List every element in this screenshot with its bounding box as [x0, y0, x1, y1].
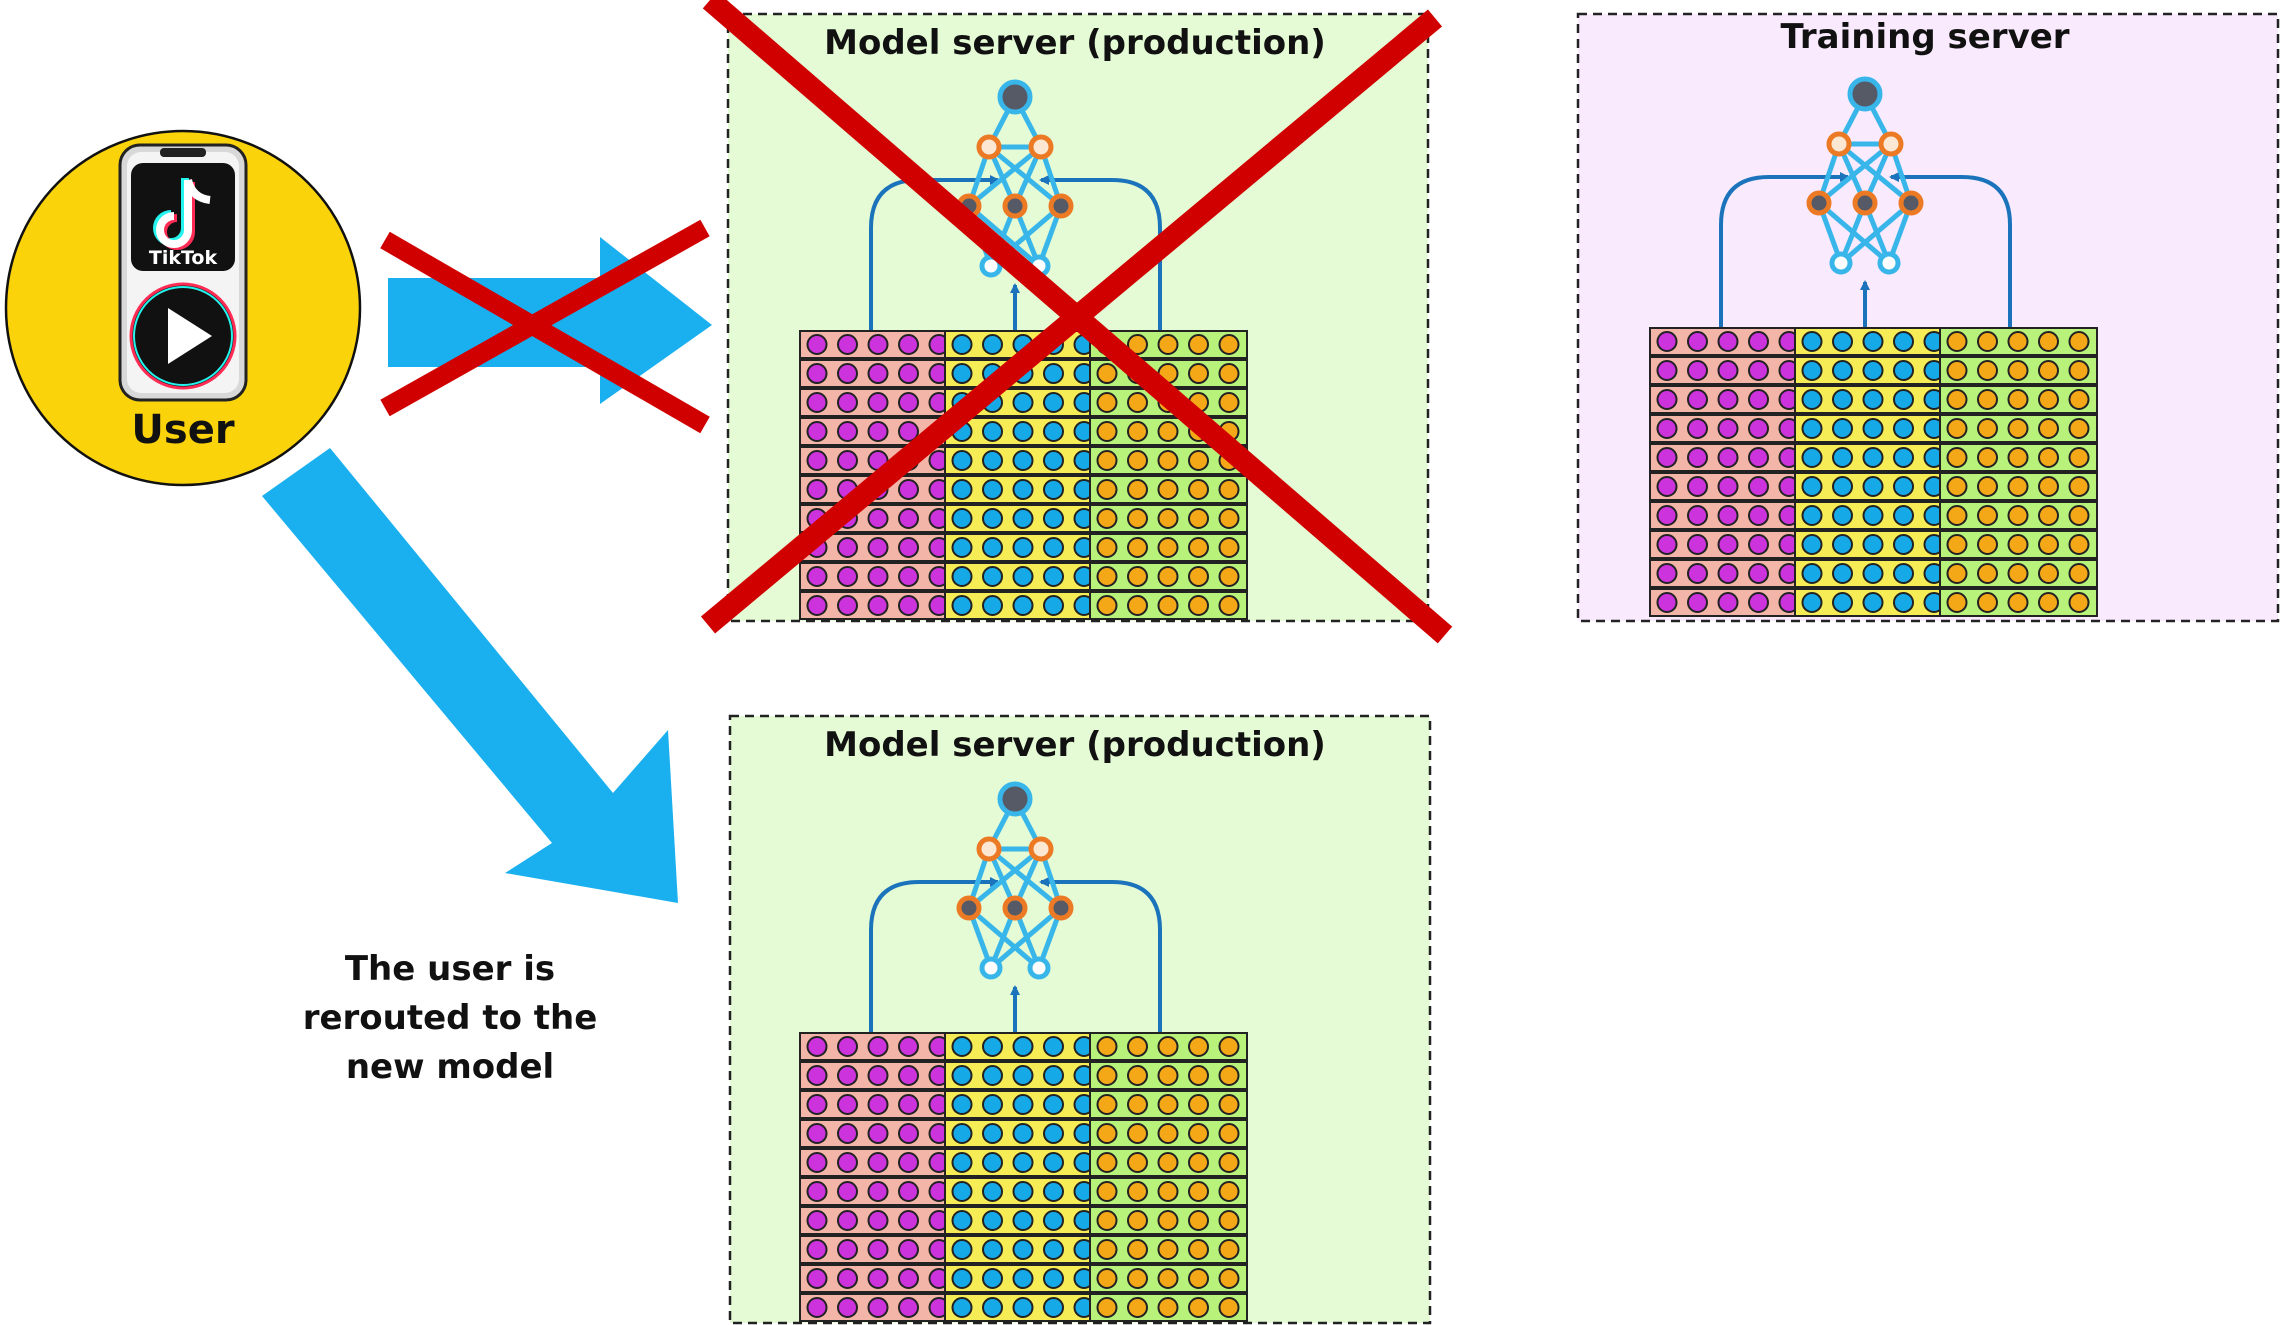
prod-new-title: Model server (production)	[824, 725, 1326, 765]
purple-data-stack	[799, 1032, 958, 1322]
right-connector-arrow	[1039, 175, 1162, 331]
training-model	[1649, 76, 2098, 617]
left-connector-arrow	[869, 877, 1000, 1033]
user-node: TikTok User	[4, 129, 362, 487]
purple-data-stack	[1649, 327, 1808, 617]
right-connector-arrow	[1889, 172, 2012, 328]
blocked-arrow-cross-icon	[380, 219, 710, 434]
blue-data-stack	[1794, 327, 1953, 617]
blue-data-stack	[944, 1032, 1103, 1322]
server-cross-icon	[700, 0, 1453, 644]
neural-network-icon	[956, 79, 1074, 278]
caption-line-1: The user is	[344, 949, 556, 989]
orange-data-stack	[1939, 327, 2098, 617]
tiktok-label: TikTok	[149, 247, 218, 269]
caption-line-3: new model	[345, 1047, 555, 1087]
reroute-arrow	[262, 448, 678, 903]
connector-arrows	[869, 877, 1162, 1033]
orange-data-stack	[1089, 1032, 1248, 1322]
training-title: Training server	[1780, 17, 2069, 57]
neural-network-icon	[956, 781, 1074, 980]
neural-network-icon	[1806, 76, 1924, 275]
play-button-icon	[129, 282, 237, 390]
blue-data-stack	[944, 330, 1103, 620]
caption-line-2: rerouted to the	[302, 998, 598, 1038]
orange-data-stack	[1089, 330, 1248, 620]
tiktok-logo-icon: TikTok	[131, 163, 235, 271]
left-connector-arrow	[1719, 172, 1850, 328]
reroute-caption: The user is rerouted to the new model	[270, 945, 630, 1092]
right-connector-arrow	[1039, 877, 1162, 1033]
connector-arrows	[1719, 172, 2012, 328]
prod-old-title: Model server (production)	[824, 23, 1326, 63]
prod-new-model	[799, 781, 1248, 1322]
user-label: User	[131, 407, 234, 453]
